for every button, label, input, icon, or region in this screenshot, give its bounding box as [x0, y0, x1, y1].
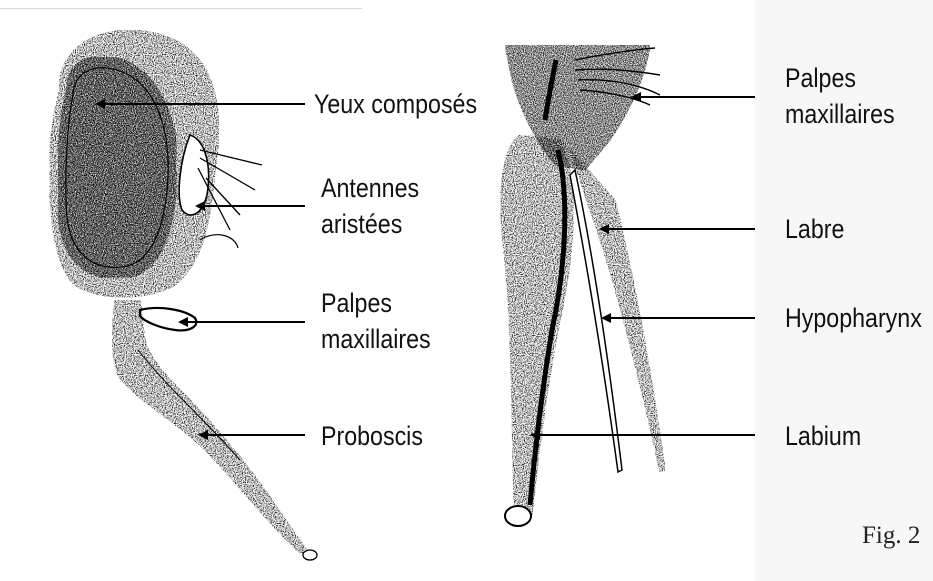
label-labre: Labre	[785, 211, 844, 247]
mouthparts-detail	[501, 45, 665, 526]
label-palpes-maxillaires-right: Palpes maxillaires	[785, 60, 895, 132]
fly-head-lateral	[50, 30, 317, 560]
compound-eye	[58, 57, 176, 277]
maxillary-palp	[140, 308, 196, 330]
label-palpes-maxillaires-left: Palpes maxillaires	[321, 285, 431, 357]
label-labium: Labium	[785, 418, 861, 454]
label-hypopharynx: Hypopharynx	[785, 300, 922, 336]
labrum	[570, 150, 665, 472]
label-antennes-aristees: Antennes aristées	[321, 170, 419, 242]
figure-caption: Fig. 2	[862, 522, 920, 550]
proboscis	[112, 300, 308, 554]
label-proboscis: Proboscis	[321, 418, 423, 454]
label-yeux-composes: Yeux composés	[314, 86, 477, 122]
